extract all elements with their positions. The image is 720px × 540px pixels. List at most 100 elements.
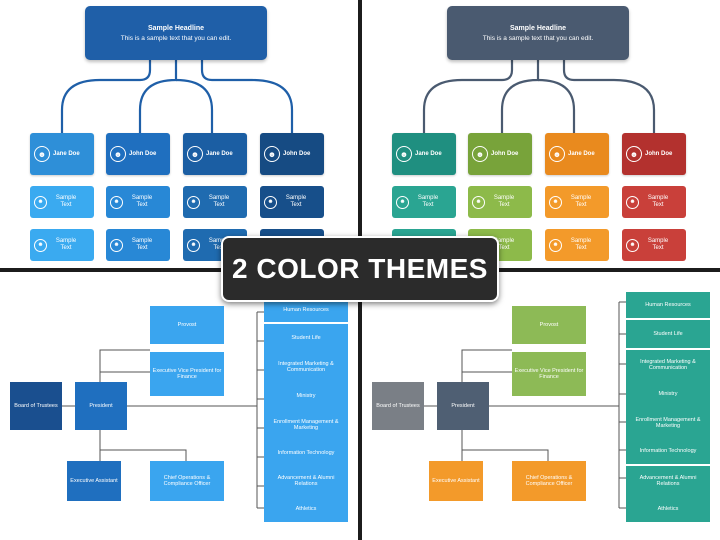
person-name-1: Jane Doe — [415, 150, 442, 157]
evp-finance-box: Executive Vice President for Finance — [512, 352, 586, 396]
color-themes-banner: 2 COLOR THEMES — [221, 236, 499, 302]
sample-card: ☻ Sample Text — [545, 229, 609, 261]
president-box: President — [437, 382, 489, 430]
quadrant-blue-tree: Sample Headline This is a sample text th… — [0, 0, 358, 268]
person-name-4: John Doe — [645, 150, 673, 157]
dept-box-6: Information Technology — [264, 440, 348, 466]
user-icon: ☻ — [472, 146, 488, 162]
sample-text: Sample Text — [55, 195, 77, 208]
sample-text: Sample Text — [417, 195, 439, 208]
exec-assistant-box: Executive Assistant — [429, 461, 483, 501]
org-connectors — [62, 311, 264, 509]
sample-card: ☻ Sample Text — [30, 229, 94, 261]
headline-box: Sample Headline This is a sample text th… — [85, 6, 267, 60]
provost-box: Provost — [512, 306, 586, 344]
user-icon: ☻ — [34, 146, 50, 162]
president-box: President — [75, 382, 127, 430]
sample-text: Sample Text — [493, 195, 515, 208]
headline-title: Sample Headline — [147, 24, 205, 32]
user-icon: ☻ — [187, 195, 200, 209]
sample-text: Sample Text — [570, 238, 592, 251]
headline-box: Sample Headline This is a sample text th… — [447, 6, 629, 60]
dept-box-4: Ministry — [626, 380, 710, 408]
person-name-2: John Doe — [491, 150, 519, 157]
dept-box-2: Student Life — [264, 324, 348, 352]
sample-text: Sample Text — [285, 195, 307, 208]
dept-box-2: Student Life — [626, 320, 710, 348]
sample-text: Sample Text — [570, 195, 592, 208]
sample-text: Sample Text — [131, 238, 153, 251]
chief-ops-box: Chief Operations & Compliance Officer — [150, 461, 224, 501]
person-card-4: ☻John Doe — [260, 133, 324, 175]
sample-card: ☻ Sample Text — [30, 186, 94, 218]
user-icon: ☻ — [626, 146, 642, 162]
board-box: Board of Trustees — [372, 382, 424, 430]
quadrant-multicolor-org-chart: Board of Trustees President Provost Exec… — [362, 272, 720, 540]
evp-finance-box: Executive Vice President for Finance — [150, 352, 224, 396]
person-name-2: John Doe — [129, 150, 157, 157]
dept-box-1: Human Resources — [626, 292, 710, 318]
sample-text: Sample Text — [493, 238, 515, 251]
user-icon: ☻ — [626, 238, 639, 252]
sample-text: Sample Text — [55, 238, 77, 251]
sample-text: Sample Text — [647, 195, 669, 208]
person-card-4: ☻John Doe — [622, 133, 686, 175]
tree-connectors — [422, 52, 656, 133]
user-icon: ☻ — [549, 238, 562, 252]
person-card-2: ☻John Doe — [468, 133, 532, 175]
user-icon: ☻ — [626, 195, 639, 209]
sample-card: ☻ Sample Text — [106, 229, 170, 261]
dept-box-8: Athletics — [626, 496, 710, 522]
user-icon: ☻ — [187, 238, 200, 252]
user-icon: ☻ — [396, 195, 409, 209]
person-card-3: ☻Jane Doe — [545, 133, 609, 175]
user-icon: ☻ — [396, 146, 412, 162]
user-icon: ☻ — [549, 146, 565, 162]
headline-subtitle: This is a sample text that you can edit. — [482, 34, 594, 42]
sample-card: ☻ Sample Text — [622, 229, 686, 261]
user-icon: ☻ — [187, 146, 203, 162]
sample-text: Sample Text — [131, 195, 153, 208]
board-box: Board of Trustees — [10, 382, 62, 430]
dept-box-5: Enrollment Management & Marketing — [264, 410, 348, 440]
user-icon: ☻ — [34, 238, 47, 252]
sample-text: Sample Text — [647, 238, 669, 251]
sample-card: ☻ Sample Text — [183, 186, 247, 218]
org-connectors — [424, 301, 626, 509]
user-icon: ☻ — [110, 146, 126, 162]
sample-card: ☻Sample Text — [260, 186, 324, 218]
tree-connectors — [60, 52, 294, 133]
sample-text: Sample Text — [208, 195, 230, 208]
person-card-1: ☻Jane Doe — [392, 133, 456, 175]
dept-box-1: Human Resources — [264, 298, 348, 322]
dept-box-7: Advancement & Alumni Relations — [626, 466, 710, 496]
headline-title: Sample Headline — [509, 24, 567, 32]
exec-assistant-box: Executive Assistant — [67, 461, 121, 501]
headline-subtitle: This is a sample text that you can edit. — [120, 34, 232, 42]
user-icon: ☻ — [34, 195, 47, 209]
person-card-1: ☻Jane Doe — [30, 133, 94, 175]
dept-box-4: Ministry — [264, 382, 348, 410]
sample-card: ☻ Sample Text — [392, 186, 456, 218]
person-name-4: John Doe — [283, 150, 311, 157]
dept-box-3: Integrated Marketing & Communication — [626, 350, 710, 380]
dept-box-7: Advancement & Alumni Relations — [264, 466, 348, 496]
user-icon: ☻ — [264, 146, 280, 162]
sample-card: ☻ Sample Text — [106, 186, 170, 218]
person-card-3: ☻Jane Doe — [183, 133, 247, 175]
user-icon: ☻ — [110, 238, 123, 252]
user-icon: ☻ — [110, 195, 123, 209]
person-name-3: Jane Doe — [206, 150, 233, 157]
sample-card: ☻ Sample Text — [622, 186, 686, 218]
chief-ops-box: Chief Operations & Compliance Officer — [512, 461, 586, 501]
person-name-1: Jane Doe — [53, 150, 80, 157]
dept-box-6: Information Technology — [626, 438, 710, 464]
sample-card: ☻ Sample Text — [468, 186, 532, 218]
user-icon: ☻ — [472, 195, 485, 209]
sample-card: ☻Sample Text — [545, 186, 609, 218]
dept-box-3: Integrated Marketing & Communication — [264, 352, 348, 382]
quadrant-multicolor-tree: Sample Headline This is a sample text th… — [362, 0, 720, 268]
quadrant-blue-org-chart: Board of Trustees President Provost Exec… — [0, 272, 358, 540]
sample-text: Sample Text — [208, 238, 230, 251]
dept-box-5: Enrollment Management & Marketing — [626, 408, 710, 438]
